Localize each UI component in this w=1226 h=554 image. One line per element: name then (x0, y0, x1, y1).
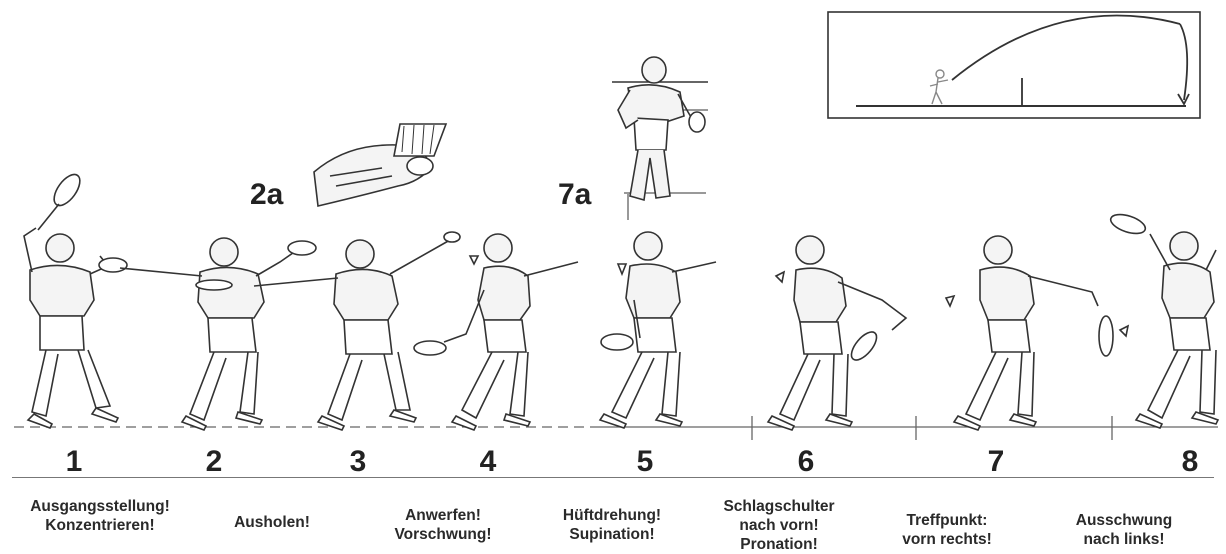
player-figure-3 (254, 232, 460, 430)
step-number-6: 6 (798, 447, 815, 477)
player-figure-8 (1108, 211, 1218, 428)
step-caption-5: Schlagschulter nach vorn! Pronation! (723, 497, 834, 554)
player-figure-6 (768, 236, 906, 430)
player-figure-1 (24, 170, 127, 428)
step-number-3: 3 (350, 447, 367, 477)
grip-detail-label: 2a (250, 180, 283, 210)
step-number-5: 5 (637, 447, 654, 477)
step-caption-1: Ausgangsstellung! Konzentrieren! (30, 497, 170, 535)
step-number-4: 4 (480, 447, 497, 477)
player-figure-7 (946, 236, 1128, 430)
step-caption-6: Treffpunkt: vorn rechts! (902, 511, 992, 549)
step-number-8: 8 (1182, 447, 1199, 477)
step-caption-4: Hüftdrehung! Supination! (563, 506, 661, 544)
step-caption-7: Ausschwung nach links! (1076, 511, 1172, 549)
grip-detail-drawing (314, 124, 446, 206)
player-figure-5 (600, 232, 716, 428)
step-caption-2: Ausholen! (234, 513, 310, 532)
step-caption-3: Anwerfen! Vorschwung! (394, 506, 491, 544)
trajectory-inset (828, 12, 1200, 118)
step-number-7: 7 (988, 447, 1005, 477)
player-figure-2 (120, 238, 316, 430)
player-figure-4 (414, 234, 578, 430)
step-number-1: 1 (66, 447, 83, 477)
step-number-2: 2 (206, 447, 223, 477)
caption-divider (12, 477, 1214, 478)
rear-view-label: 7a (558, 180, 591, 210)
rear-view-drawing (612, 57, 708, 220)
